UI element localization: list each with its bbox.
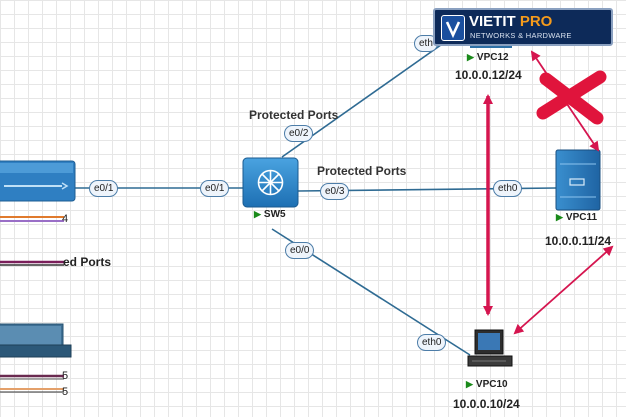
running-icon: ▶ [254, 209, 261, 219]
protected-ports-label-right: Protected Ports [317, 164, 407, 178]
port-left-e01[interactable]: e0/1 [89, 180, 119, 197]
port-sw5-e00[interactable]: e0/0 [285, 242, 315, 259]
left-number-b: 5 [62, 370, 69, 382]
left-device[interactable] [0, 160, 76, 202]
port-sw5-e03[interactable]: e0/3 [320, 183, 350, 200]
vpc12-name: ▶VPC12 [467, 52, 509, 63]
arrow-vpc11-vpc10 [513, 245, 614, 335]
port-sw5-e02[interactable]: e0/2 [284, 125, 314, 142]
vpc12-ip: 10.0.0.12/24 [455, 68, 522, 82]
port-vpc11-eth0[interactable]: eth0 [493, 180, 523, 197]
sw5-switch-icon[interactable] [242, 157, 299, 208]
logo-tagline: NETWORKS & HARDWARE [470, 31, 572, 40]
port-vpc12-eth[interactable]: eth [414, 35, 438, 52]
left-number-a: 4 [62, 213, 69, 225]
blocked-cross-icon [536, 70, 607, 125]
left-partial-label: ed Ports [63, 255, 112, 269]
port-sw5-e01[interactable]: e0/1 [200, 180, 230, 197]
sw5-name: ▶SW5 [254, 209, 286, 220]
protected-ports-label-upper: Protected Ports [249, 108, 339, 122]
vpc11-ip: 10.0.0.11/24 [545, 234, 612, 248]
links [70, 39, 557, 356]
brand-logo: VIETIT PRO NETWORKS & HARDWARE [433, 8, 613, 46]
vpc11-name: ▶VPC11 [556, 212, 598, 223]
vpc10-name: ▶VPC10 [466, 379, 508, 390]
logo-v-icon [441, 15, 465, 41]
left-number-c: 5 [62, 386, 69, 398]
logo-title: VIETIT PRO [469, 13, 553, 30]
running-icon: ▶ [556, 212, 563, 222]
running-icon: ▶ [466, 379, 473, 389]
left-partial-lines [0, 216, 64, 393]
vpc10-ip: 10.0.0.10/24 [453, 397, 520, 411]
vpc10-pc-icon[interactable] [467, 329, 513, 367]
left-computer-icon[interactable] [0, 323, 72, 358]
vpc11-server-icon[interactable] [555, 149, 601, 211]
port-vpc10-eth0[interactable]: eth0 [417, 334, 447, 351]
running-icon: ▶ [467, 52, 474, 62]
